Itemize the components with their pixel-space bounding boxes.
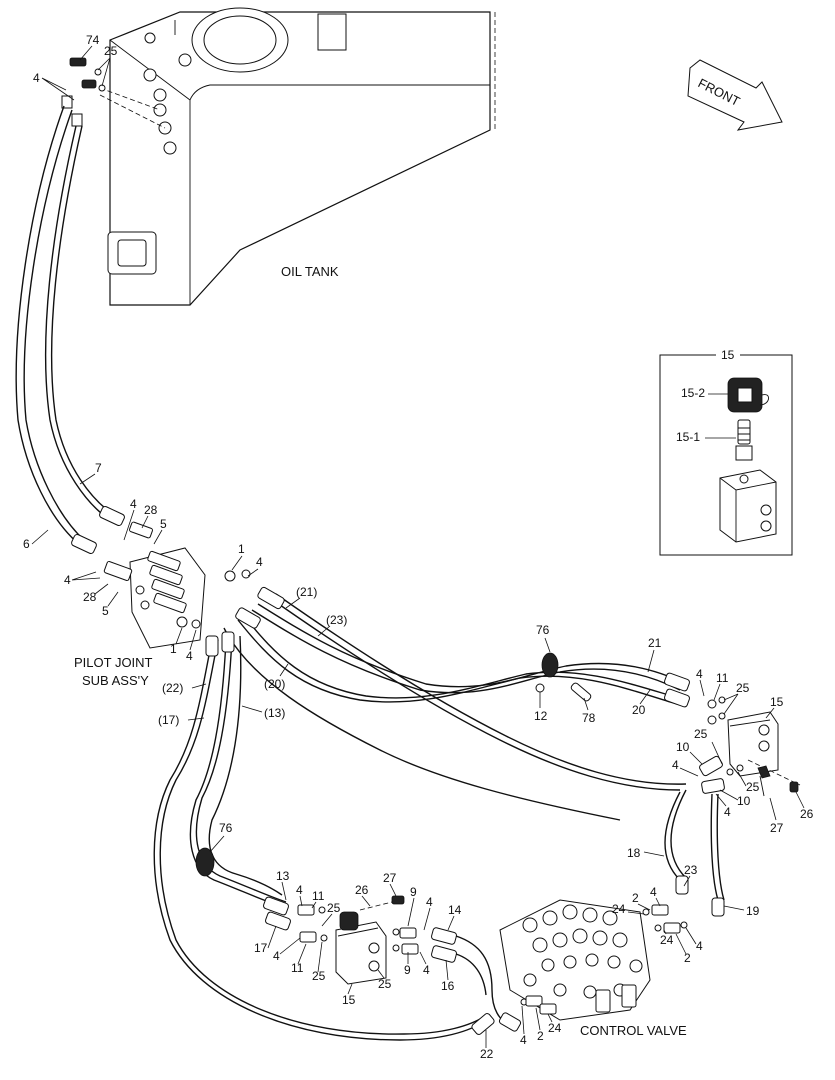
callout-4-l: 4 [273,949,280,963]
callout-13-paren: (13) [264,706,285,720]
callout-10-b: 10 [737,794,751,808]
callout-25-b: 25 [694,727,708,741]
callout-27-a: 27 [770,821,784,835]
callout-20: 20 [632,703,646,717]
callout-25-top: 25 [104,44,118,58]
detail-box-title: 15 [721,348,735,362]
cv-fittings-upper [642,904,688,934]
callout-24-a: 24 [612,902,626,916]
callout-5-b: 5 [102,604,109,618]
callout-20-paren: (20) [264,677,285,691]
hoses-18-19 [664,789,725,917]
callout-6: 6 [23,537,30,551]
callout-15-b: 15 [342,993,356,1007]
clamp-76-upper [535,652,592,702]
callout-19: 19 [746,904,760,918]
control-valve-label: CONTROL VALVE [580,1023,687,1038]
callout-4-k: 4 [426,895,433,909]
callout-4-b: 4 [64,573,71,587]
callout-22: 22 [480,1047,494,1061]
callout-10-a: 10 [676,740,690,754]
callout-4-top: 4 [33,71,40,85]
callout-7: 7 [95,461,102,475]
callout-25-f: 25 [378,977,392,991]
oil-tank [99,7,496,306]
detail-box-15 [659,346,793,556]
callout-24-c: 24 [548,1021,562,1035]
callout-11-c: 11 [291,961,304,975]
callout-1-b: 1 [170,642,177,656]
callout-12: 12 [534,709,548,723]
callout-4-n: 4 [520,1033,527,1047]
detail-label-15-2: 15-2 [681,386,705,400]
callout-25-e: 25 [312,969,326,983]
callout-4-a: 4 [130,497,137,511]
tank-fittings [61,57,106,127]
solenoid-valve-right [699,696,801,797]
callout-1-a: 1 [238,542,245,556]
callout-2-b: 2 [684,951,691,965]
callout-4-h: 4 [650,885,657,899]
callout-4-i: 4 [696,939,703,953]
callout-5-a: 5 [160,517,167,531]
callout-76-a: 76 [536,623,550,637]
callout-25-a: 25 [736,681,750,695]
callout-4-c: 4 [256,555,263,569]
callout-9-a: 9 [410,885,417,899]
callout-24-b: 24 [660,933,674,947]
callout-22-paren: (22) [162,681,183,695]
callout-25-d: 25 [327,901,341,915]
callout-28-a: 28 [144,503,158,517]
callout-17-paren: (17) [158,713,179,727]
callout-11-a: 11 [716,671,729,685]
callout-2-a: 2 [632,891,639,905]
callout-15-a: 15 [770,695,784,709]
hoses-13-17-22 [153,631,495,1041]
callout-4-f: 4 [672,758,679,772]
control-valve [499,899,651,1021]
callout-18: 18 [627,846,641,860]
clamp-76-lower [195,847,215,877]
detail-label-15-1: 15-1 [676,430,700,444]
pilot-joint-label-1: PILOT JOINT [74,655,153,670]
callout-25-c: 25 [746,780,760,794]
callout-16: 16 [441,979,455,993]
pilot-joint [103,521,251,649]
callout-76-b: 76 [219,821,233,835]
hoses-20-21-23 [223,586,690,821]
callout-9-b: 9 [404,963,411,977]
callout-4-m: 4 [423,963,430,977]
solenoid-valve-lower [297,895,557,1032]
callout-26-a: 26 [800,807,814,821]
pilot-joint-label-2: SUB ASS'Y [82,673,149,688]
callout-74: 74 [86,33,100,47]
callout-21-paren: (21) [296,585,317,599]
callout-2-c: 2 [537,1029,544,1043]
callout-11-b: 11 [312,889,325,903]
callout-4-e: 4 [696,667,703,681]
oil-tank-label: OIL TANK [281,264,339,279]
callout-17: 17 [254,941,268,955]
front-arrow [687,59,783,131]
callout-26-b: 26 [355,883,369,897]
callout-23-paren: (23) [326,613,347,627]
callout-23: 23 [684,863,698,877]
callout-14: 14 [448,903,462,917]
callout-4-g: 4 [724,805,731,819]
callout-13: 13 [276,869,290,883]
callout-4-d: 4 [186,649,193,663]
callout-4-j: 4 [296,883,303,897]
hose-6-7 [15,105,125,555]
callout-27-b: 27 [383,871,397,885]
callout-21: 21 [648,636,662,650]
callout-28-b: 28 [83,590,97,604]
callout-78: 78 [582,711,596,725]
